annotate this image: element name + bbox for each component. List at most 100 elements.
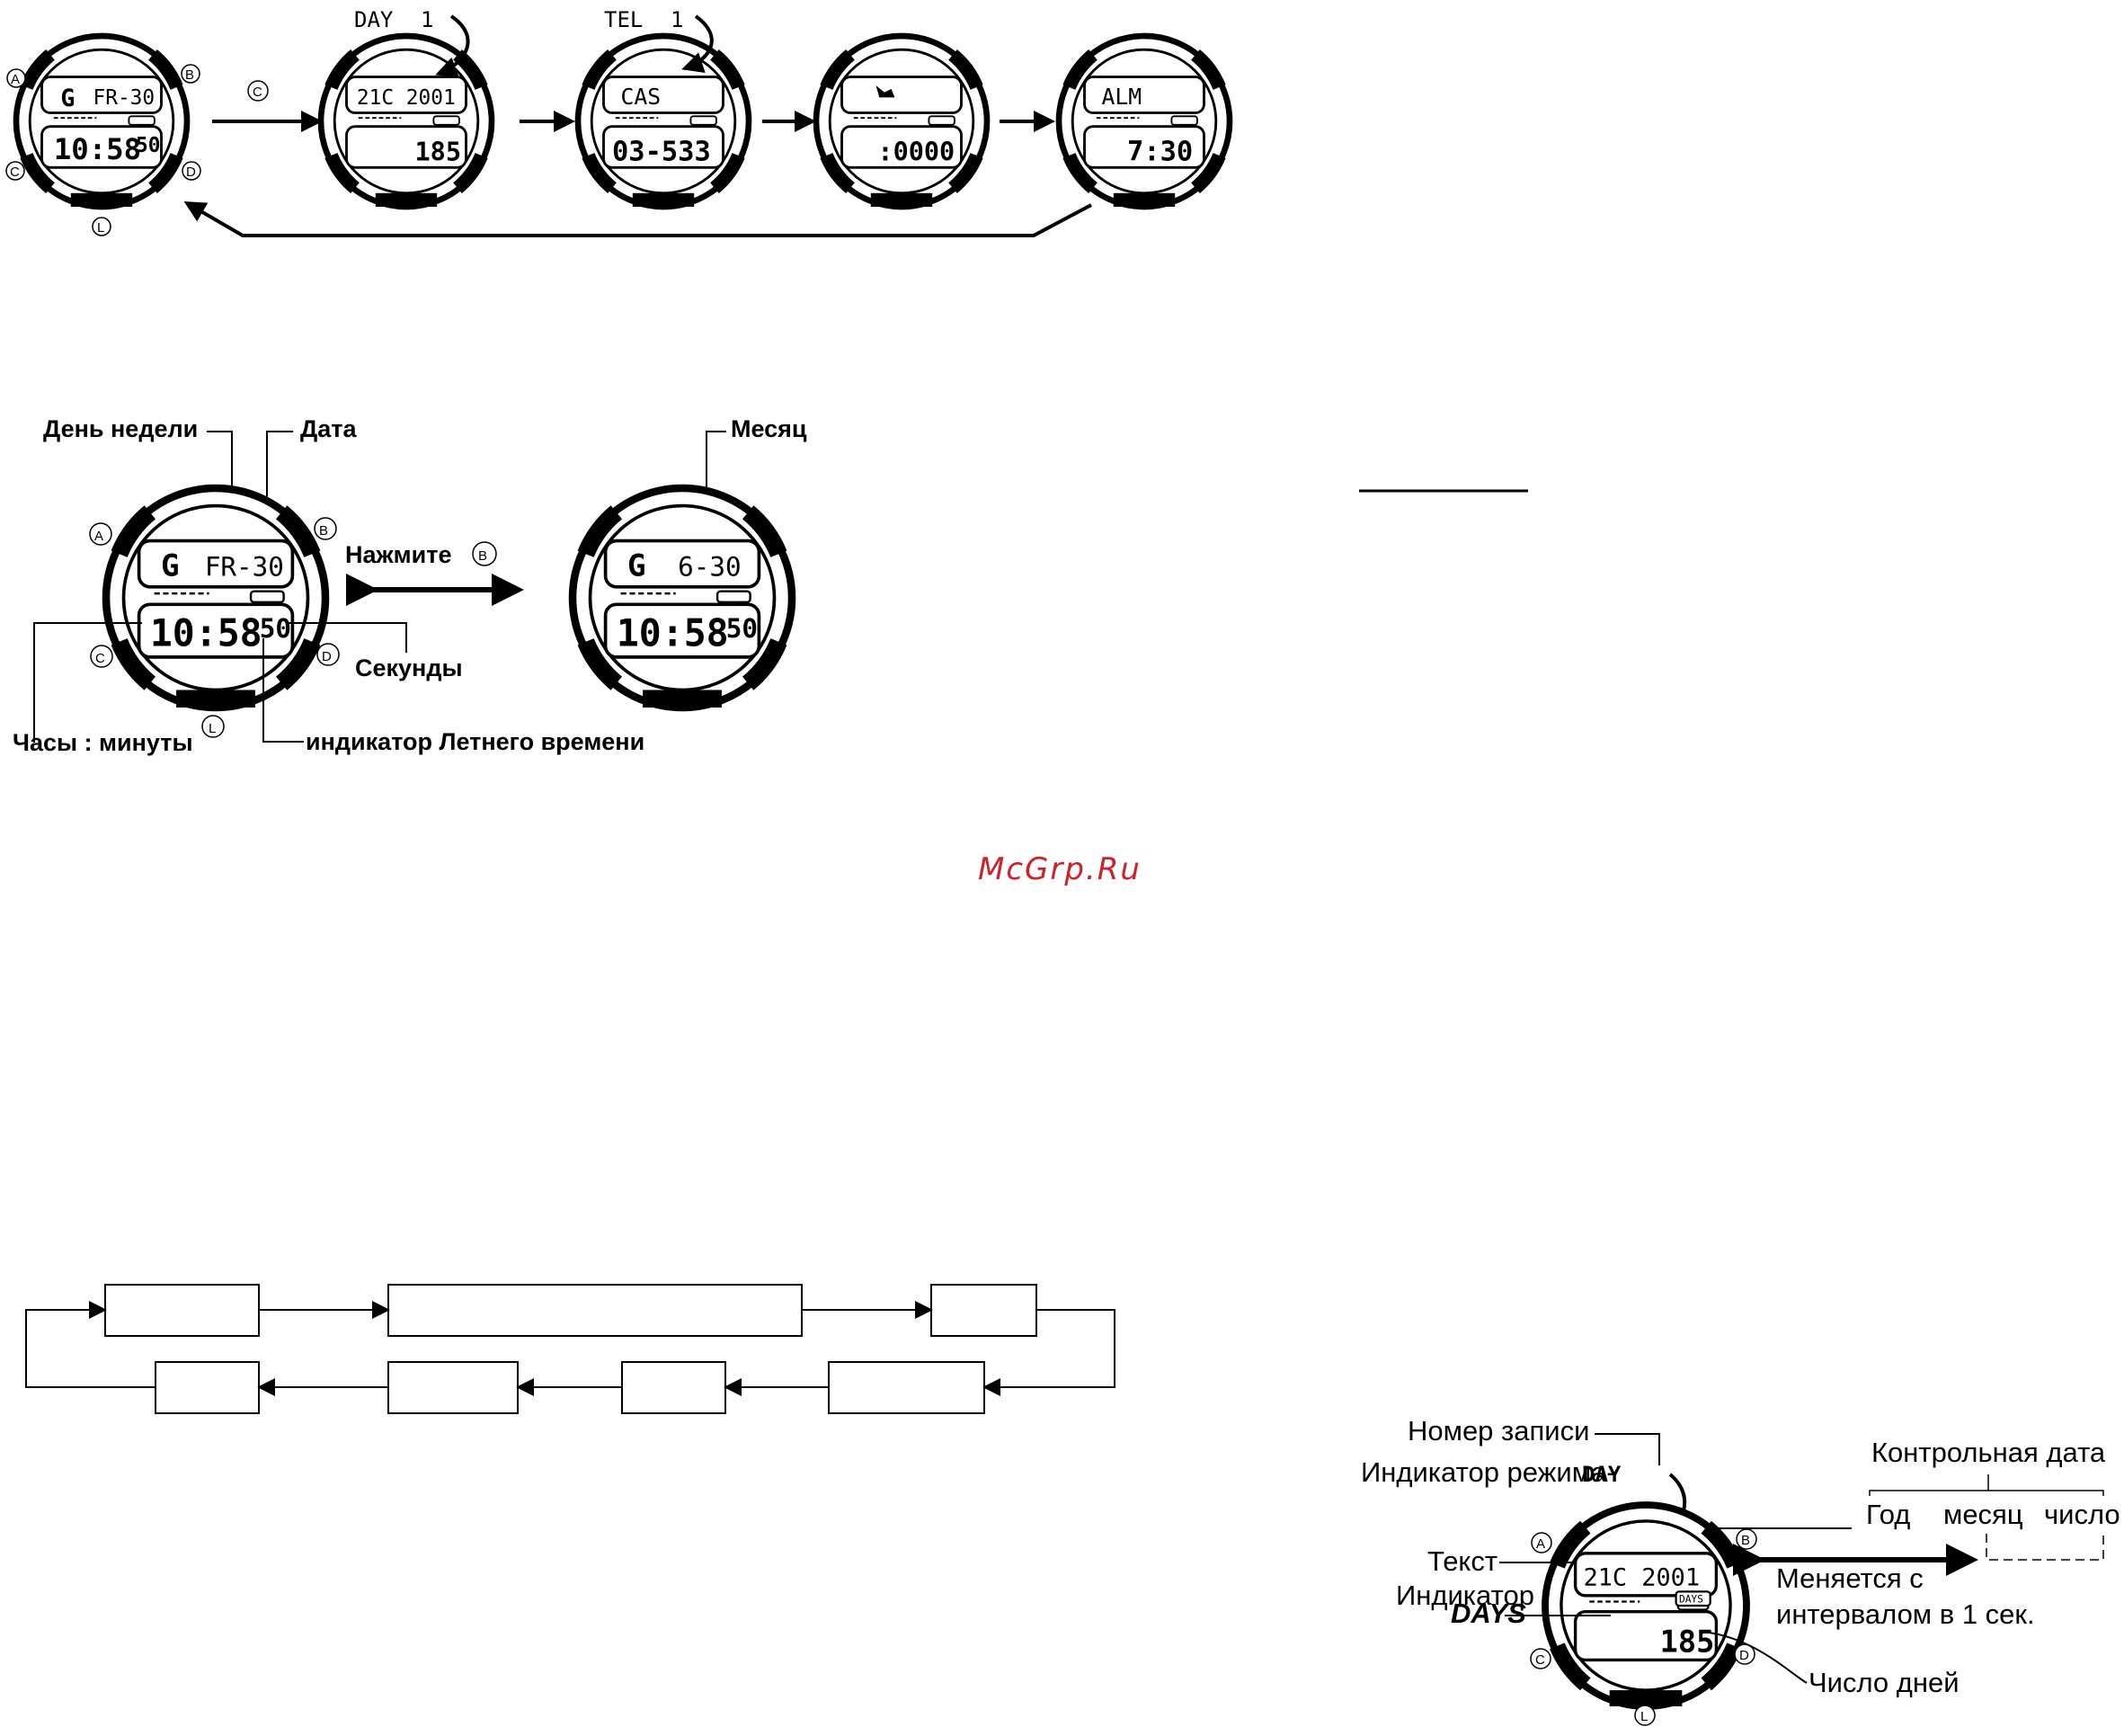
- watch-day: 21C 2001 DAYS 185: [1545, 1505, 1746, 1706]
- button-b-icon: [181, 64, 200, 84]
- watch-time-display: 10:58: [54, 132, 141, 166]
- watch-top-display: CAS: [621, 84, 662, 110]
- leader-line: [33, 622, 142, 743]
- watch-logo: G: [627, 548, 646, 584]
- label-record-number: Номер записи: [1408, 1415, 1589, 1447]
- mode-code: DAY: [1582, 1462, 1622, 1487]
- watch-seconds-display: 50: [726, 613, 758, 644]
- button-d-label: D: [186, 165, 196, 180]
- button-d-icon: [1734, 1643, 1755, 1665]
- watch-right: G 6-30 10:58 50: [573, 488, 792, 708]
- button-l-label: L: [1640, 1709, 1648, 1724]
- button-l-icon: [1634, 1705, 1656, 1726]
- flow-box: [387, 1284, 803, 1337]
- button-c-label: C: [10, 165, 20, 180]
- bracket-line: [1869, 1490, 2104, 1496]
- flow-box: [387, 1361, 519, 1414]
- label-mode-indicator: Индикатор режима-: [1361, 1456, 1616, 1488]
- button-a-label: A: [1536, 1536, 1545, 1552]
- leader-line: [286, 622, 407, 653]
- label-days-count: Число дней: [1809, 1667, 1960, 1698]
- watch-bottom-display: 03-533: [612, 137, 711, 168]
- label-changes-1: Меняется с: [1776, 1562, 1924, 1594]
- button-l-icon: [92, 217, 111, 236]
- flow-arrow: [25, 1301, 156, 1388]
- runner-icon: [875, 85, 895, 98]
- watch-seconds-display: 50: [260, 613, 291, 644]
- watch-left-buttons: A B C D L: [89, 517, 340, 738]
- button-l-label: L: [209, 721, 216, 736]
- label-year: Год: [1866, 1499, 1910, 1530]
- watermark: McGrp.Ru: [978, 851, 1142, 887]
- button-d-label: D: [322, 649, 332, 664]
- watch-top-display: ALM: [1102, 84, 1142, 110]
- watch-bottom-display: 185: [1660, 1625, 1715, 1660]
- flow-box: [104, 1284, 260, 1337]
- days-badge: [1675, 1590, 1711, 1607]
- bracket-line: [1986, 1534, 2104, 1561]
- flow-box: [155, 1361, 260, 1414]
- button-c-label: C: [95, 651, 105, 666]
- leader-line: [1595, 1433, 1660, 1465]
- flow-diagram: [25, 1284, 1115, 1414]
- button-d-icon: [316, 643, 340, 666]
- button-b-icon: [314, 517, 337, 540]
- watch-stopwatch: :0000: [816, 36, 987, 207]
- watch-bottom-display: 185: [415, 138, 461, 167]
- sequence-button-label: C: [253, 85, 262, 100]
- label-hours-minutes: Часы : минуты: [13, 729, 193, 756]
- button-a-label: A: [94, 529, 103, 544]
- watch-logo: G: [161, 548, 180, 584]
- watch-time-display: 10:58: [150, 611, 262, 655]
- mode-label-day: DAY: [354, 7, 394, 32]
- label-dst-indicator: индикатор Летнего времени: [306, 728, 644, 755]
- label-date: Дата: [300, 415, 357, 442]
- mode-number-day: 1: [421, 7, 433, 32]
- label-month: Месяц: [731, 415, 807, 442]
- button-b-icon: [472, 541, 497, 566]
- watch-telememo: CAS 03-533: [578, 36, 749, 207]
- button-l-icon: [201, 715, 225, 738]
- flow-box: [621, 1361, 726, 1414]
- button-a-label: A: [11, 72, 20, 87]
- label-indicator: Индикатор: [1396, 1580, 1534, 1611]
- button-d-label: D: [1739, 1648, 1749, 1663]
- label-text: Текст: [1427, 1545, 1497, 1577]
- label-days: DAYS: [1451, 1598, 1526, 1629]
- button-l-label: L: [97, 220, 104, 236]
- button-b-label: B: [1741, 1533, 1750, 1548]
- mode-label-tel: TEL: [604, 7, 643, 32]
- curved-arrow-icon: [681, 14, 714, 74]
- label-seconds: Секунды: [355, 654, 463, 681]
- watch-top-display: FR-30: [205, 552, 284, 583]
- label-control-date: Контрольная дата: [1871, 1437, 2106, 1468]
- button-c-label: C: [1535, 1652, 1545, 1668]
- watch-top-display: 21C 2001: [357, 86, 456, 110]
- label-day: число: [2044, 1499, 2120, 1530]
- button-b-label: B: [185, 67, 194, 83]
- button-a-icon: [1531, 1532, 1552, 1553]
- mode-number-tel: 1: [671, 7, 683, 32]
- watch-timekeeping: G FR-30 10:58 50: [16, 36, 187, 207]
- label-weekday: День недели: [43, 415, 198, 442]
- watch-top-display: 21C 2001: [1584, 1564, 1700, 1592]
- label-changes-2: интервалом в 1 сек.: [1776, 1598, 2035, 1630]
- leader-line: [262, 638, 304, 743]
- press-button-label: B: [478, 548, 487, 564]
- watch-seconds-display: 50: [136, 134, 160, 157]
- watch-bottom-display: :0000: [877, 138, 955, 167]
- watch-logo: G: [60, 85, 75, 112]
- watch1-buttons: A B C D L: [5, 64, 201, 236]
- return-arrow: [183, 200, 1092, 237]
- flow-arrow: [982, 1309, 1115, 1396]
- mode-sequence: G FR-30 10:58 50 A B C D L C 21C 2001 18…: [5, 7, 1230, 237]
- day-counter-diagram: Номер записи Индикатор режима- DAY 21C 2…: [1361, 1415, 2120, 1726]
- button-b-label: B: [319, 523, 328, 539]
- button-a-icon: [89, 522, 112, 546]
- watch-top-display: FR-30: [93, 86, 156, 110]
- watch-day-counter: 21C 2001 185: [321, 36, 492, 207]
- flow-box: [828, 1361, 985, 1414]
- leader-line: [1701, 1631, 1808, 1684]
- flow-box: [930, 1284, 1037, 1337]
